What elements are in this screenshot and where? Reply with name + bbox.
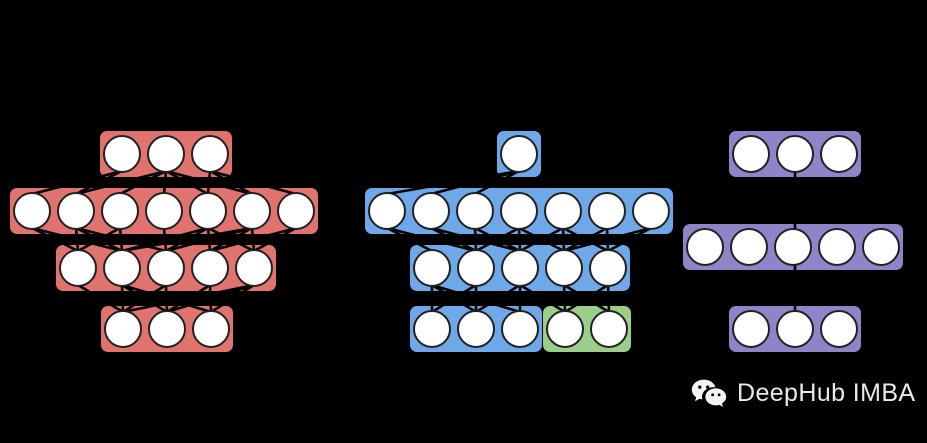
connection-line (385, 226, 434, 253)
connection-line (208, 169, 298, 196)
network-node (501, 249, 539, 287)
connection-line (74, 169, 168, 196)
connection-line (474, 283, 522, 314)
connection-line (385, 169, 521, 196)
network-node (368, 192, 406, 230)
network-node (818, 228, 856, 266)
network-node (500, 135, 538, 173)
network-node (233, 192, 271, 230)
connection-line (208, 169, 254, 196)
connection-line (562, 226, 609, 253)
network-node (686, 228, 724, 266)
connection-line (30, 169, 124, 196)
network-node (457, 310, 495, 348)
connection-line (118, 169, 168, 196)
connection-line (206, 169, 212, 196)
network-node (13, 192, 51, 230)
connection-line (76, 226, 122, 253)
network-node (732, 135, 770, 173)
network-node (191, 135, 229, 173)
network-node (820, 135, 858, 173)
connection-line (252, 226, 298, 253)
network-node (145, 192, 183, 230)
network-node (104, 310, 142, 348)
connection-line (162, 169, 168, 196)
network-node (148, 310, 186, 348)
connection-line (74, 226, 80, 253)
network-nodes (13, 135, 900, 348)
connection-line (164, 283, 169, 314)
connection-line (209, 283, 256, 314)
network-node (501, 310, 539, 348)
network-node (147, 135, 185, 173)
network-node (776, 135, 814, 173)
connection-line (385, 226, 478, 253)
network-node (103, 249, 141, 287)
network-node (732, 310, 770, 348)
connection-line (517, 226, 522, 253)
connection-line (563, 283, 610, 314)
network-node (412, 192, 450, 230)
network-node (589, 249, 627, 287)
connection-line (120, 283, 125, 314)
connection-line (606, 283, 611, 314)
connection-line (208, 226, 298, 253)
connection-line (562, 283, 567, 314)
network-node (776, 310, 814, 348)
network-node (277, 192, 315, 230)
connection-line (562, 226, 653, 253)
network-node (235, 249, 273, 287)
network-node (862, 228, 900, 266)
connection-line (121, 283, 168, 314)
network-node (191, 249, 229, 287)
connection-line (429, 169, 521, 196)
connection-line (76, 283, 125, 314)
connection-line (30, 226, 80, 253)
network-node (632, 192, 670, 230)
network-node (544, 192, 582, 230)
connection-line (164, 226, 254, 253)
network-node (57, 192, 95, 230)
network-node (590, 310, 628, 348)
connection-line (165, 283, 256, 314)
connection-line (473, 226, 478, 253)
network-node (500, 192, 538, 230)
network-node (456, 192, 494, 230)
network-node (730, 228, 768, 266)
connection-line (429, 226, 478, 253)
network-node (413, 310, 451, 348)
connection-line (120, 226, 254, 253)
connection-line (74, 169, 124, 196)
network-node (189, 192, 227, 230)
connection-line (473, 169, 521, 196)
connection-line (518, 226, 565, 253)
network-node (147, 249, 185, 287)
network-node (457, 249, 495, 287)
network-node (192, 310, 230, 348)
connection-line (561, 226, 566, 253)
connection-line (164, 169, 210, 196)
connection-line (430, 283, 478, 314)
connection-line (121, 283, 256, 314)
network-node (413, 249, 451, 287)
connection-line (118, 226, 124, 253)
network-node (545, 249, 583, 287)
network-node (103, 135, 141, 173)
connection-line (606, 226, 653, 253)
network-node (59, 249, 97, 287)
connection-line (208, 226, 254, 253)
network-node (101, 192, 139, 230)
connection-line (518, 283, 567, 314)
network-node (546, 310, 584, 348)
connection-line (474, 226, 521, 253)
network-node (588, 192, 626, 230)
network-node (774, 228, 812, 266)
network-node (820, 310, 858, 348)
